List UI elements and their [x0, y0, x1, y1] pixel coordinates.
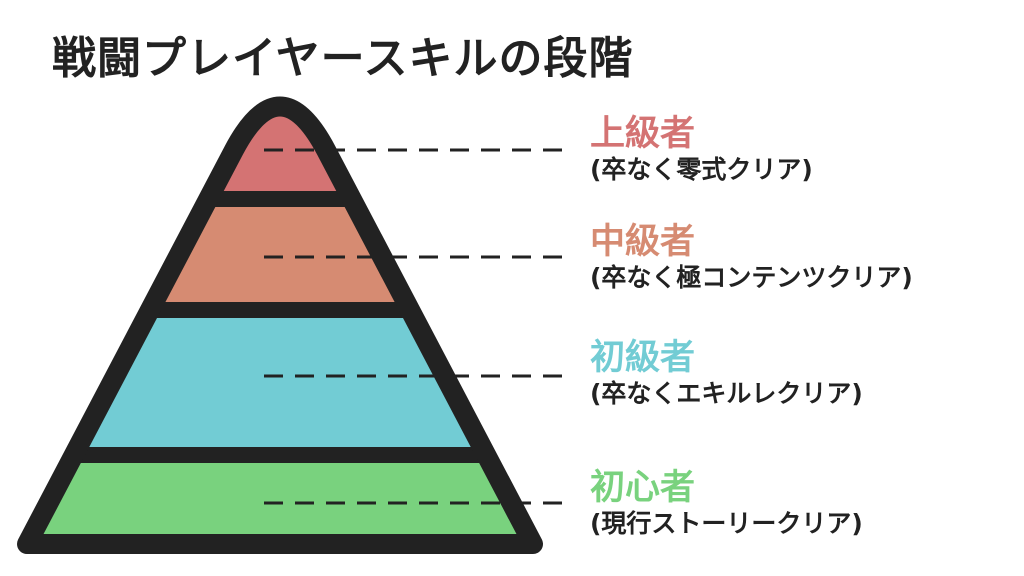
tier-desc: (卒なく極コンテンツクリア)	[590, 263, 913, 292]
tier-label-intermediate: 中級者 (卒なく極コンテンツクリア)	[590, 222, 913, 294]
tier-intermediate-band	[27, 200, 533, 310]
tier-name: 中級者	[590, 222, 696, 262]
tier-novice-band	[27, 455, 533, 544]
tier-name: 初心者	[590, 468, 696, 508]
tier-name: 初級者	[590, 338, 696, 378]
tier-label-novice: 初心者 (現行ストーリークリア)	[590, 468, 863, 540]
tier-label-beginner: 初級者 (卒なくエキルレクリア)	[590, 338, 863, 410]
pyramid-outline	[17, 96, 543, 554]
tier-desc: (卒なくエキルレクリア)	[590, 379, 863, 408]
divider	[27, 302, 533, 318]
diagram-title: 戦闘プレイヤースキルの段階	[52, 33, 634, 84]
tier-label-advanced: 上級者 (卒なく零式クリア)	[590, 114, 813, 186]
divider	[27, 447, 533, 463]
divider	[27, 191, 533, 207]
tier-desc: (現行ストーリークリア)	[590, 509, 863, 538]
tier-name: 上級者	[590, 114, 696, 154]
tier-desc: (卒なく零式クリア)	[590, 155, 813, 184]
